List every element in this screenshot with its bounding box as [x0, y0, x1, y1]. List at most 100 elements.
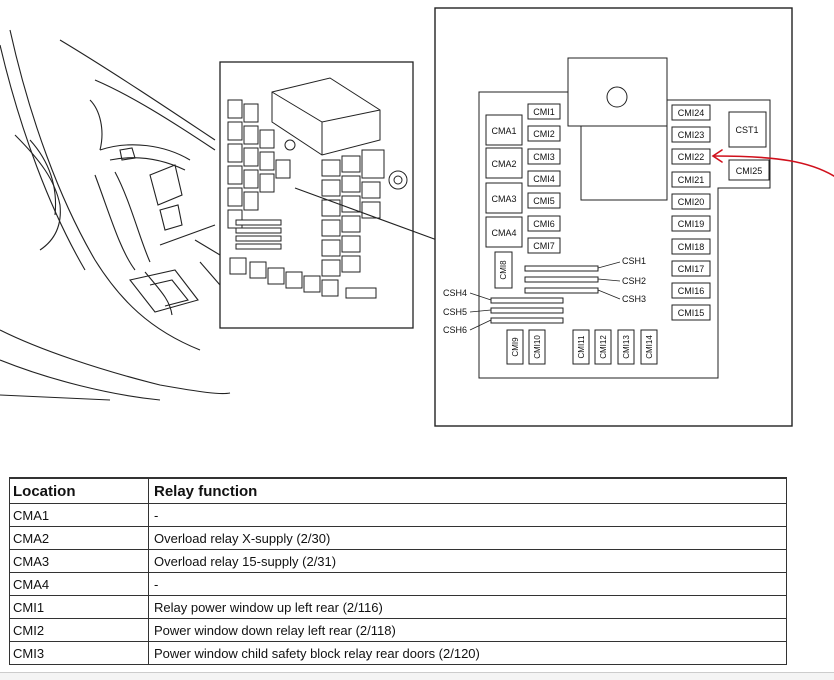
cmi-relay: CMI11	[572, 329, 590, 365]
svg-text:CMA3: CMA3	[491, 194, 516, 204]
location-cell: CMI3	[9, 641, 149, 665]
relay-function-table: Location Relay function CMA1 - CMA2 Over…	[9, 477, 787, 665]
svg-text:CSH6: CSH6	[443, 325, 467, 335]
relay-function-cell: -	[148, 503, 787, 527]
location-cell: CMA4	[9, 572, 149, 596]
relay-function-cell: -	[148, 572, 787, 596]
column-header-relay-function: Relay function	[148, 477, 787, 504]
svg-text:CMI18: CMI18	[678, 242, 705, 252]
relay-function-cell: Overload relay 15-supply (2/31)	[148, 549, 787, 573]
cmi-relay: CMI6	[527, 215, 561, 232]
svg-text:CMI12: CMI12	[599, 335, 608, 359]
svg-text:CMI24: CMI24	[678, 108, 705, 118]
cst1-relay: CST1	[728, 111, 767, 148]
cmi-relay: CMI19	[671, 215, 711, 232]
cmi-relay: CMI13	[617, 329, 635, 365]
left-cmi-relays: CMI1 CMI2 CMI3 CMI4 CMI5 CMI6 CMI7	[527, 103, 561, 254]
right-cmi-relays: CMI24 CMI23 CMI22 CMI21 CMI20 CMI19 CMI1…	[671, 104, 711, 321]
svg-text:CMI25: CMI25	[736, 166, 763, 176]
car-interior-illustration	[0, 29, 231, 401]
cmi-relay: CMI18	[671, 238, 711, 255]
bottom-cmi-relays: CMI9 CMI10 CMI11 CMI12 CMI13 CMI14	[506, 329, 658, 365]
svg-text:CSH2: CSH2	[622, 276, 646, 286]
svg-text:CMI17: CMI17	[678, 264, 705, 274]
cmi-relay: CMI23	[671, 126, 711, 143]
column-header-location: Location	[9, 477, 149, 504]
table-row: CMA2 Overload relay X-supply (2/30)	[9, 526, 787, 550]
svg-text:CMI13: CMI13	[622, 335, 631, 359]
table-row: CMA3 Overload relay 15-supply (2/31)	[9, 549, 787, 573]
svg-text:CMI15: CMI15	[678, 308, 705, 318]
fuse-box-diagram: CMA1 CMA2 CMA3 CMA4 CMI1 CMI2 CMI3 CMI4 …	[0, 7, 834, 427]
cma-relay: CMA2	[485, 147, 523, 179]
svg-text:CMI16: CMI16	[678, 286, 705, 296]
location-cell: CMA3	[9, 549, 149, 573]
svg-text:CSH3: CSH3	[622, 294, 646, 304]
table-row: CMI3 Power window child safety block rel…	[9, 641, 787, 665]
svg-text:CMI5: CMI5	[533, 196, 555, 206]
cmi-relay: CMI3	[527, 148, 561, 165]
cma-relay: CMA1	[485, 114, 523, 146]
svg-text:CSH5: CSH5	[443, 307, 467, 317]
cmi-relay: CMI5	[527, 192, 561, 209]
svg-text:CMI19: CMI19	[678, 219, 705, 229]
shunt-bars	[490, 265, 599, 324]
svg-text:CMI11: CMI11	[577, 335, 586, 359]
svg-text:CSH4: CSH4	[443, 288, 467, 298]
svg-text:CMI9: CMI9	[511, 337, 520, 357]
cmi-relay: CMI10	[528, 329, 546, 365]
cmi-relay: CMI2	[527, 125, 561, 142]
svg-text:CST1: CST1	[735, 125, 758, 135]
cmi-relay: CMI17	[671, 260, 711, 277]
fuse-box-perspective-view	[194, 61, 438, 329]
svg-text:CMI2: CMI2	[533, 129, 555, 139]
relay-function-cell: Relay power window up left rear (2/116)	[148, 595, 787, 619]
table-row: CMI2 Power window down relay left rear (…	[9, 618, 787, 642]
relay-function-cell: Overload relay X-supply (2/30)	[148, 526, 787, 550]
cmi8-relay: CMI8	[494, 251, 513, 289]
cmi-relay-highlighted: CMI22	[671, 148, 711, 165]
cmi-relay: CMI4	[527, 170, 561, 187]
location-cell: CMI1	[9, 595, 149, 619]
cma-relays: CMA1 CMA2 CMA3 CMA4	[485, 114, 523, 248]
cmi-relay: CMI1	[527, 103, 561, 120]
cma-relay: CMA4	[485, 216, 523, 248]
cmi-relay: CMI12	[594, 329, 612, 365]
page-bottom-edge	[0, 672, 834, 680]
svg-text:CMI7: CMI7	[533, 241, 555, 251]
svg-text:CMI8: CMI8	[499, 260, 508, 280]
svg-text:CMI4: CMI4	[533, 174, 555, 184]
location-cell: CMI2	[9, 618, 149, 642]
cmi-relay: CMI24	[671, 104, 711, 121]
location-cell: CMA2	[9, 526, 149, 550]
svg-text:CMI14: CMI14	[645, 335, 654, 359]
svg-text:CMI1: CMI1	[533, 107, 555, 117]
svg-text:CMI3: CMI3	[533, 152, 555, 162]
cmi-relay: CMI9	[506, 329, 524, 365]
cmi-relay: CMI14	[640, 329, 658, 365]
cmi-relay: CMI20	[671, 193, 711, 210]
annotation-arrow-icon	[711, 149, 834, 177]
svg-text:CSH1: CSH1	[622, 256, 646, 266]
svg-text:CMA1: CMA1	[491, 126, 516, 136]
cmi-relay: CMI16	[671, 282, 711, 299]
relay-function-cell: Power window down relay left rear (2/118…	[148, 618, 787, 642]
relay-function-cell: Power window child safety block relay re…	[148, 641, 787, 665]
svg-text:CMI20: CMI20	[678, 197, 705, 207]
location-cell: CMA1	[9, 503, 149, 527]
cmi-relay: CMI7	[527, 237, 561, 254]
cma-relay: CMA3	[485, 182, 523, 214]
cmi-relay: CMI15	[671, 304, 711, 321]
table-row: CMA4 -	[9, 572, 787, 596]
table-row: CMI1 Relay power window up left rear (2/…	[9, 595, 787, 619]
table-row: CMA1 -	[9, 503, 787, 527]
shunt-leaders	[469, 261, 621, 331]
cmi-relay: CMI21	[671, 171, 711, 188]
svg-text:CMI6: CMI6	[533, 219, 555, 229]
table-header-row: Location Relay function	[9, 477, 787, 504]
svg-text:CMI10: CMI10	[533, 335, 542, 359]
cmi25-relay: CMI25	[728, 159, 770, 181]
svg-text:CMI22: CMI22	[678, 152, 705, 162]
svg-text:CMI23: CMI23	[678, 130, 705, 140]
shunt-labels: CSH1 CSH2 CSH3 CSH4 CSH5 CSH6	[443, 256, 646, 335]
